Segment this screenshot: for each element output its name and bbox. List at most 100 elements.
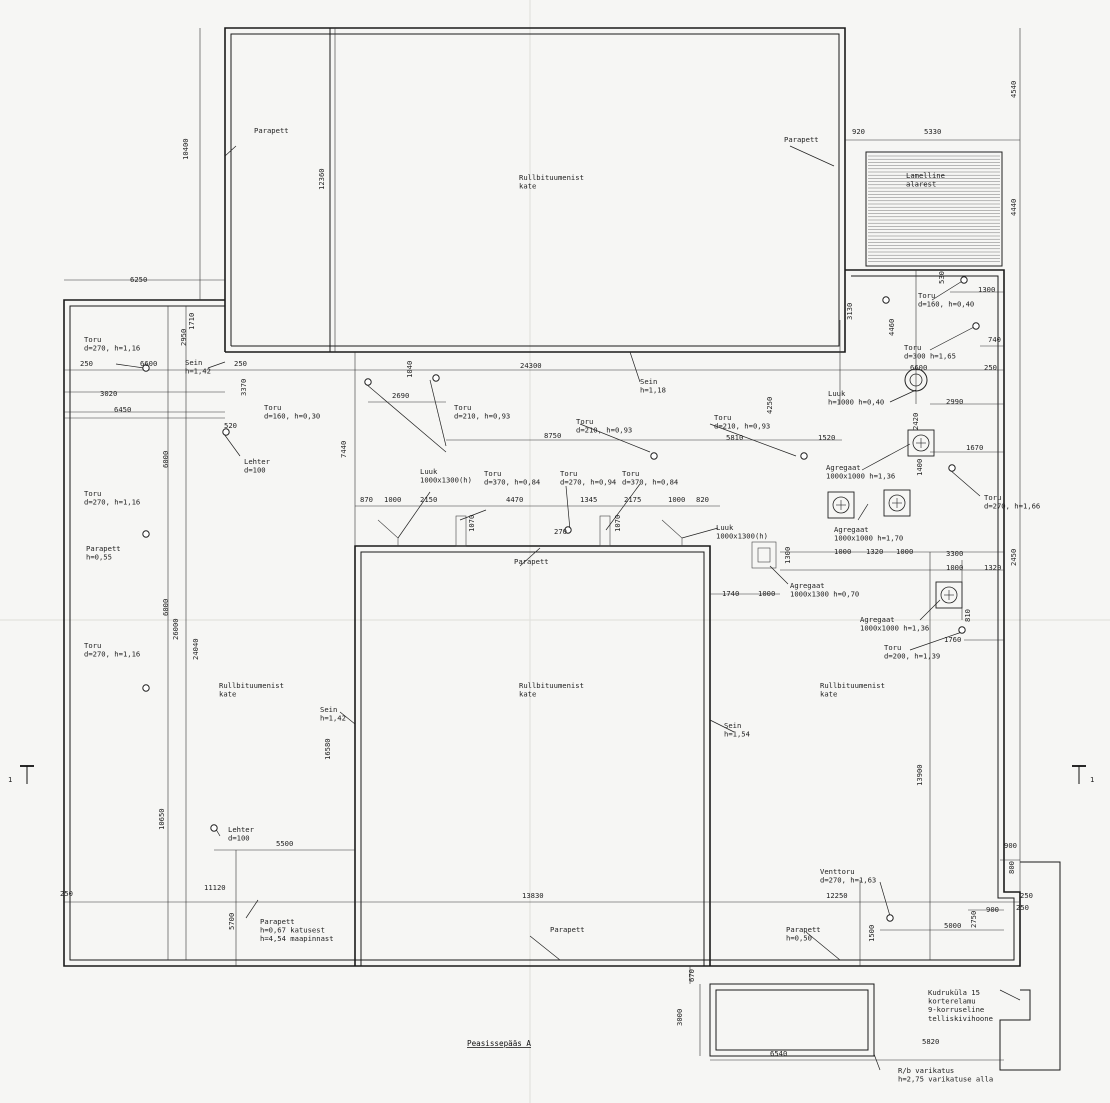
annotation-1: Parapett — [784, 135, 819, 144]
dim-text-60: 1670 — [966, 443, 983, 452]
leader-21 — [857, 503, 869, 521]
dim-text-72: 1300 — [978, 285, 995, 294]
center-block-inner — [360, 551, 705, 966]
dim-text-50: 1320 — [866, 547, 883, 556]
dim-text-31: 270 — [554, 527, 567, 536]
aggregate-2 — [827, 491, 855, 519]
dim-text-25: 1345 — [580, 495, 597, 504]
leader-31 — [805, 931, 841, 961]
dim-text-46: 250 — [1020, 891, 1033, 900]
dim-text-23: 2150 — [420, 495, 437, 504]
leader-29 — [245, 899, 259, 919]
leader-19 — [889, 389, 917, 403]
louver-lines — [868, 155, 1000, 262]
dim-text-12: 1040 — [405, 361, 414, 378]
pipe-marker-3 — [222, 428, 230, 436]
section-mark-right: 1 — [1072, 765, 1094, 784]
dim-text-39: 12250 — [826, 891, 848, 900]
dim-text-0: 10400 — [181, 138, 190, 160]
top-block-inner — [230, 33, 840, 347]
dim-text-40: 5000 — [944, 921, 961, 930]
dim-text-26: 2175 — [624, 495, 641, 504]
aggregate-small-inner — [757, 547, 771, 563]
dim-text-24: 4470 — [506, 495, 523, 504]
leader-15 — [519, 547, 541, 567]
leader-24 — [909, 631, 963, 651]
leader-10 — [397, 491, 431, 539]
dim-text-15: 8750 — [544, 431, 561, 440]
dim-text-49: 3300 — [946, 549, 963, 558]
dim-text-13: 520 — [224, 421, 237, 430]
dim-text-27: 1000 — [668, 495, 685, 504]
annotation-18: Parapett — [514, 557, 549, 566]
dim-text-11: 3370 — [239, 379, 248, 396]
dim-text-63: 250 — [984, 363, 997, 372]
dim-text-61: 1400 — [915, 459, 924, 476]
leader-20 — [861, 443, 911, 471]
pipe-marker-4 — [364, 378, 372, 386]
aggregate-1 — [907, 429, 935, 457]
aggregate-4 — [935, 581, 963, 609]
dim-text-62: 2990 — [946, 397, 963, 406]
dim-text-68: 4250 — [765, 397, 774, 414]
dim-text-73: 530 — [937, 271, 946, 284]
leader-33 — [999, 989, 1021, 1001]
main-outline — [63, 269, 1021, 967]
canopy-inner — [715, 989, 869, 1051]
dim-text-6: 6600 — [140, 359, 157, 368]
dim-text-33: 10650 — [157, 808, 166, 830]
dim-text-66: 1520 — [818, 433, 835, 442]
dim-text-20: 7440 — [339, 441, 348, 458]
leader-25 — [709, 719, 735, 733]
leader-5 — [365, 383, 447, 453]
dim-text-69: 4460 — [887, 319, 896, 336]
pipe-box-2 — [599, 515, 611, 547]
canopy-frame — [709, 983, 875, 1057]
dim-text-80: 6540 — [770, 1049, 787, 1058]
pipe-marker-13 — [958, 626, 966, 634]
leader-30 — [529, 935, 561, 961]
dim-text-53: 1000 — [946, 563, 963, 572]
leader-17 — [931, 279, 965, 301]
leader-1 — [789, 145, 835, 167]
dim-text-75: 5330 — [924, 127, 941, 136]
dim-text-45: 800 — [1007, 861, 1016, 874]
pipe-box-1 — [455, 515, 467, 547]
leader-22 — [949, 469, 981, 497]
pipe-marker-9 — [882, 296, 890, 304]
dim-text-41: 1500 — [867, 925, 876, 942]
section-mark-left: 1 — [8, 765, 34, 784]
pipe-marker-0 — [142, 364, 150, 372]
dim-text-77: 4440 — [1009, 199, 1018, 216]
dim-text-8: 24300 — [520, 361, 542, 370]
dim-text-51: 1000 — [834, 547, 851, 556]
dim-text-48: 2450 — [1009, 549, 1018, 566]
dim-text-59: 810 — [963, 609, 972, 622]
annotation-0: Parapett — [254, 126, 289, 135]
dim-text-14: 2690 — [392, 391, 409, 400]
pipe-marker-8 — [564, 526, 572, 534]
